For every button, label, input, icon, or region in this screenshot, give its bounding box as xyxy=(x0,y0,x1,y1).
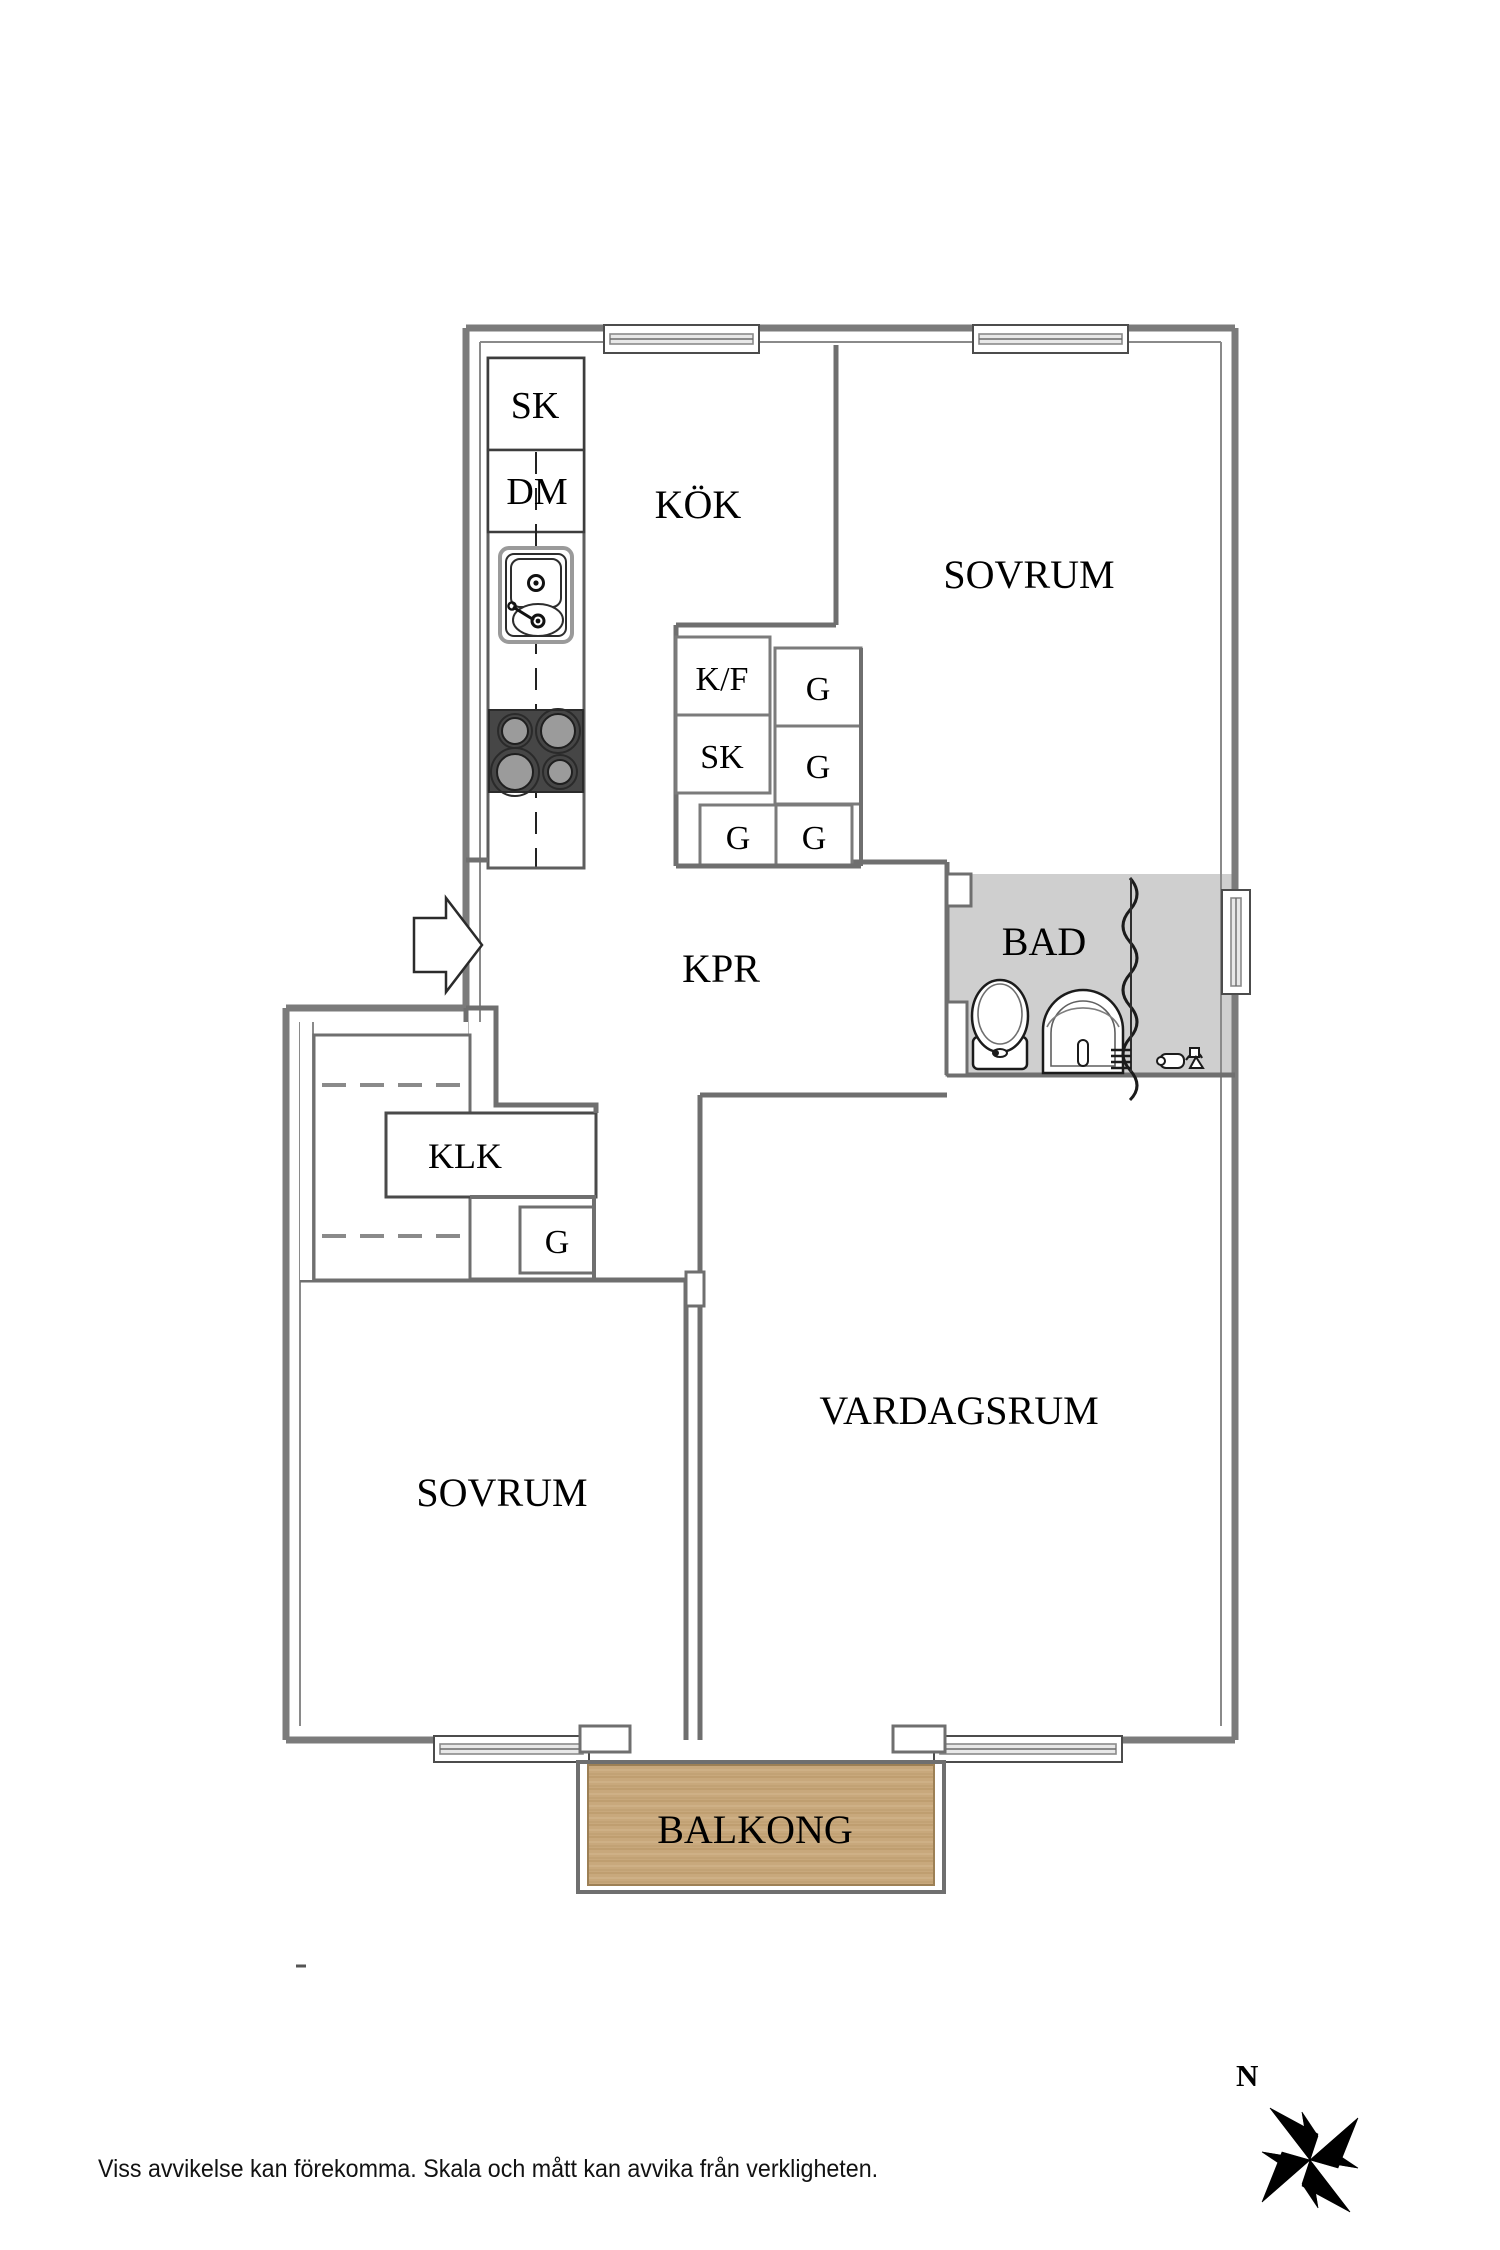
shower-curtain-icon xyxy=(1111,877,1139,1102)
bathroom-tap-icon xyxy=(1156,1047,1205,1069)
window-bathroom xyxy=(1221,889,1251,995)
entrance-arrow-icon xyxy=(412,894,484,996)
balcony-door-right xyxy=(891,1724,947,1754)
cabinet-sk-top xyxy=(486,356,586,452)
room-label-balkong: BALKONG xyxy=(657,1807,853,1852)
balcony-door-left xyxy=(578,1724,632,1754)
kitchen-counter-run xyxy=(466,356,586,870)
hall-cabinet-grid xyxy=(674,635,863,869)
kitchen-sink-icon xyxy=(498,546,574,644)
living-room-door-jamb xyxy=(684,1270,706,1308)
bathroom-door-niche-top xyxy=(945,872,973,908)
cabinet-label-dm: DM xyxy=(506,471,567,513)
balcony xyxy=(576,1724,947,1894)
cabinet-labels: SK DM K/F SK G G G G G xyxy=(506,385,830,1261)
cabinet-label-sk-mid: SK xyxy=(700,739,744,776)
cabinet-g-4 xyxy=(774,803,854,869)
cabinet-label-g-1: G xyxy=(806,671,831,708)
room-label-vardagsrum: VARDAGSRUM xyxy=(819,1388,1098,1433)
cabinet-label-kf: K/F xyxy=(696,661,749,698)
window-bedroom-top xyxy=(972,324,1129,354)
room-label-klk: KLK xyxy=(428,1136,502,1176)
cabinet-label-g-4: G xyxy=(802,820,827,857)
compass-rose-icon xyxy=(1261,2107,1359,2213)
cabinet-g-2 xyxy=(773,724,863,806)
window-kitchen xyxy=(603,324,760,354)
washbasin-icon xyxy=(1041,988,1125,1075)
window-living-room xyxy=(933,1735,1123,1763)
window-bedroom-low xyxy=(433,1735,590,1763)
bathroom-fixtures xyxy=(945,872,1205,1102)
walk-in-closet xyxy=(300,1005,599,1282)
room-label-kpr: KPR xyxy=(682,946,760,991)
windows xyxy=(433,324,1251,1763)
balcony-deck xyxy=(587,1764,935,1886)
cabinet-label-g-2: G xyxy=(806,749,831,786)
cabinet-kf xyxy=(674,635,772,717)
room-label-kok: KÖK xyxy=(655,482,742,527)
compass-north-label: N xyxy=(1236,2058,1259,2093)
bathroom-door-niche-bottom xyxy=(945,1000,969,1077)
cabinet-label-sk-top: SK xyxy=(511,385,560,427)
toilet-icon xyxy=(970,978,1030,1071)
cabinet-label-g-klk: G xyxy=(545,1224,570,1261)
room-label-sovrum-low: SOVRUM xyxy=(416,1470,587,1515)
room-label-bad: BAD xyxy=(1002,919,1086,964)
stove-hob-icon xyxy=(488,708,584,797)
cabinet-sk-mid xyxy=(674,713,772,795)
klk-shelf-box xyxy=(384,1111,598,1199)
disclaimer-text: Viss avvikelse kan förekomma. Skala och … xyxy=(98,2155,879,2183)
room-labels: KÖK SOVRUM KPR BAD VARDAGSRUM SOVRUM KLK… xyxy=(416,482,1114,1852)
cabinet-label-g-3: G xyxy=(726,820,751,857)
room-label-sovrum-top: SOVRUM xyxy=(943,552,1114,597)
